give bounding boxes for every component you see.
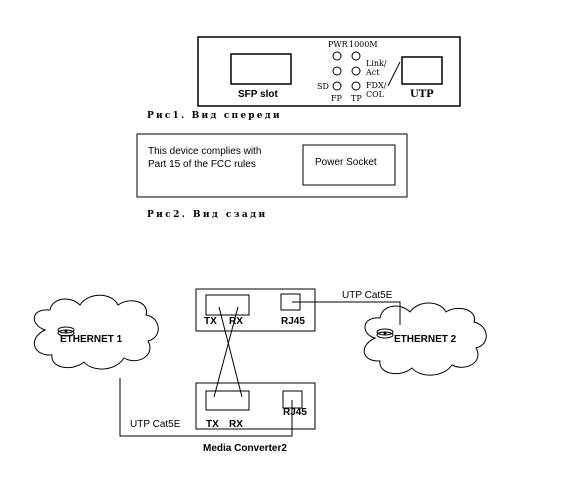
ethernet2-label: ETHERNET 2 xyxy=(394,334,457,345)
sd-led-2 xyxy=(332,81,342,91)
media-converter-top: TX RX RJ45 xyxy=(195,288,316,332)
utp-cable-top xyxy=(292,301,401,325)
converter-top-tx: TX xyxy=(204,316,217,327)
converter-top-fiber-port xyxy=(205,294,250,316)
led-label-act: Act xyxy=(365,68,380,77)
sfp-slot-label: SFP slot xyxy=(238,89,278,100)
fiber-link-2 xyxy=(213,306,239,398)
fiber-link-1 xyxy=(218,306,243,398)
power-socket-label: Power Socket xyxy=(315,157,377,168)
utp-cable-top-label: UTP Cat5E xyxy=(342,290,393,301)
led-label-speed: 1000M xyxy=(349,40,378,49)
converter-bottom-rx: RX xyxy=(229,419,243,430)
converter-top-rx: RX xyxy=(229,316,243,327)
ethernet2-cloud: ETHERNET 2 xyxy=(363,302,487,376)
converter-bottom-rj45: RJ45 xyxy=(283,407,307,418)
link-led xyxy=(351,66,361,76)
front-panel: SFP slot UTP PWR 1000M Link/ Act FDX/ CO… xyxy=(197,36,461,107)
led-label-fdx: FDX/ xyxy=(366,81,387,90)
converter-top-rj45: RJ45 xyxy=(281,316,305,327)
ethernet1-cloud: ETHERNET 1 xyxy=(33,294,159,370)
fcc-notice-line1: This device complies with xyxy=(148,146,261,157)
led-label-col: COL xyxy=(366,90,385,99)
converter-top-frame xyxy=(195,288,316,332)
utp-port-label: UTP xyxy=(410,89,434,100)
utp-connector-slash xyxy=(387,61,401,87)
led-label-fp: FP xyxy=(331,94,343,103)
front-panel-caption: Рис1. Вид спереди xyxy=(147,111,282,121)
speed-led xyxy=(351,51,361,61)
sfp-slot xyxy=(230,53,292,85)
power-socket xyxy=(302,144,396,186)
front-panel-frame xyxy=(197,36,461,107)
led-label-sd: SD xyxy=(317,82,329,91)
converter-bottom-fiber-port xyxy=(205,390,250,411)
media-converter-bottom: TX RX RJ45 xyxy=(195,382,316,430)
led-label-link: Link/ xyxy=(366,59,387,68)
converter-bottom-tx: TX xyxy=(206,419,219,430)
sd-led-1 xyxy=(332,66,342,76)
converter-bottom-frame xyxy=(195,382,316,430)
utp-port xyxy=(401,56,443,85)
media-converter2-label: Media Converter2 xyxy=(203,443,287,454)
rear-panel-frame xyxy=(136,133,408,198)
pwr-led xyxy=(332,51,342,61)
ethernet1-label: ETHERNET 1 xyxy=(60,334,123,345)
rear-panel-caption: Рис2. Вид сзади xyxy=(147,210,268,220)
fcc-notice-line2: Part 15 of the FCC rules xyxy=(148,159,256,170)
utp-cable-bottom-label: UTP Cat5E xyxy=(130,419,181,430)
utp-cable-bottom xyxy=(119,378,293,437)
led-label-pwr: PWR xyxy=(328,40,349,49)
rear-panel: This device complies with Part 15 of the… xyxy=(136,133,408,198)
fdx-led xyxy=(351,81,361,91)
led-label-tp: TP xyxy=(351,94,362,103)
